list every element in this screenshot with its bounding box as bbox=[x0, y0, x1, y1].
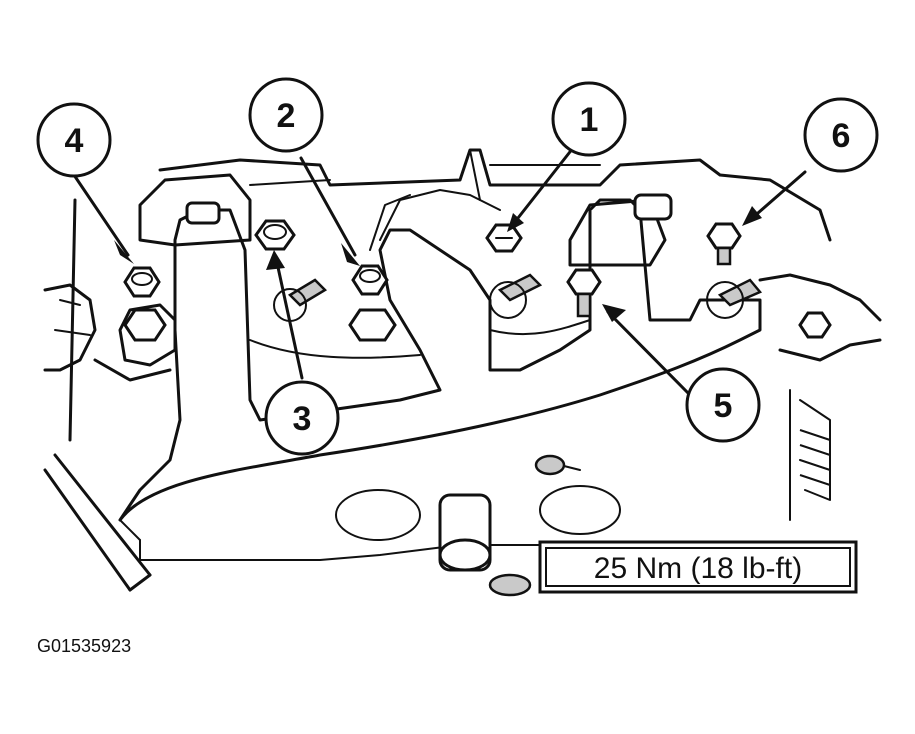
bolts bbox=[123, 193, 832, 342]
torque-spec-text: 25 Nm (18 lb-ft) bbox=[594, 552, 802, 585]
bolt-5 bbox=[566, 268, 602, 318]
arrow-6-head bbox=[742, 206, 762, 226]
callout-6: 6 bbox=[803, 97, 879, 173]
dipstick-tube bbox=[43, 198, 152, 592]
lower-bolt-left bbox=[123, 308, 167, 342]
lower-bolt-right bbox=[798, 311, 832, 339]
figure-id: G01535923 bbox=[37, 636, 131, 656]
leader-lines bbox=[72, 146, 807, 397]
lower-bolt-mid bbox=[348, 308, 397, 342]
callout-4: 4 bbox=[36, 102, 112, 178]
callout-2: 2 bbox=[248, 77, 324, 153]
arrow-3-head bbox=[266, 250, 285, 270]
bolt-2 bbox=[351, 264, 389, 296]
callout-5: 5 bbox=[685, 367, 761, 443]
callout-1: 1 bbox=[551, 81, 627, 157]
spark-plugs bbox=[273, 273, 763, 322]
arrow-1-head bbox=[507, 213, 524, 232]
callout-1-label: 1 bbox=[580, 101, 599, 139]
bolt-3 bbox=[254, 219, 296, 251]
arrow-5-head bbox=[602, 304, 626, 322]
manifold-ports bbox=[335, 454, 621, 597]
callout-3-label: 3 bbox=[293, 400, 312, 438]
callout-4-label: 4 bbox=[65, 122, 84, 160]
arrow-2-head bbox=[341, 243, 360, 266]
bolt-6 bbox=[706, 222, 742, 266]
stud-cap bbox=[185, 193, 673, 225]
bolt-1 bbox=[485, 223, 523, 253]
callout-5-label: 5 bbox=[714, 387, 733, 425]
callout-2-label: 2 bbox=[277, 97, 296, 135]
bolt-4 bbox=[123, 266, 161, 298]
callout-6-label: 6 bbox=[832, 117, 851, 155]
torque-spec-box: 25 Nm (18 lb-ft) bbox=[538, 540, 858, 594]
arrow-4-head bbox=[114, 240, 134, 264]
cylinder-head-outline bbox=[43, 148, 882, 521]
callout-3: 3 bbox=[264, 380, 340, 456]
